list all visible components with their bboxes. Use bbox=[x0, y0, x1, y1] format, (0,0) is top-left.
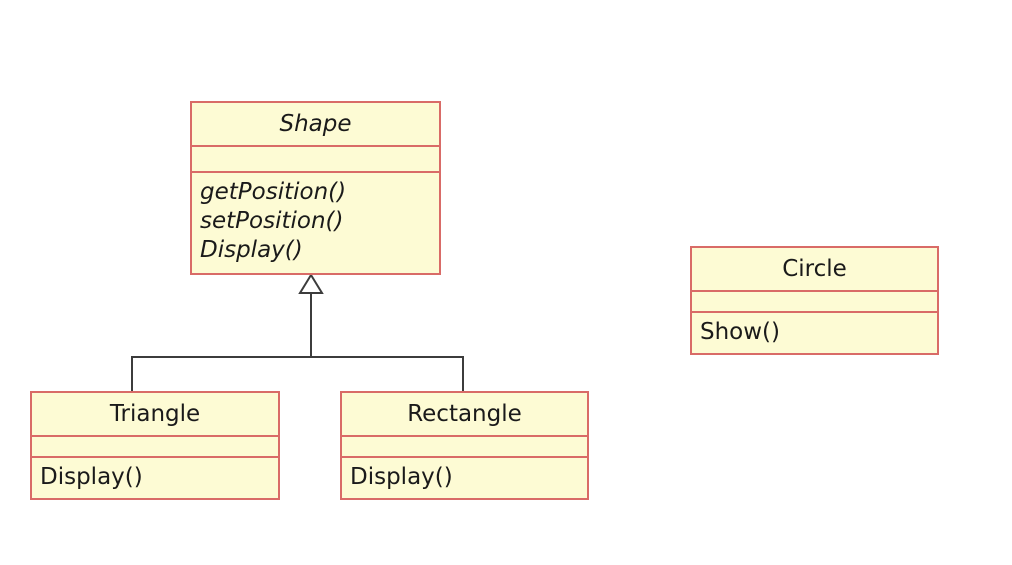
operation-item: Display() bbox=[200, 237, 303, 263]
operation-item: Display() bbox=[40, 464, 143, 490]
class-name-rectangle: Rectangle bbox=[342, 393, 587, 437]
class-box-shape[interactable]: Shape getPosition() setPosition() Displa… bbox=[190, 101, 441, 275]
class-box-rectangle[interactable]: Rectangle Display() bbox=[340, 391, 589, 500]
class-box-triangle[interactable]: Triangle Display() bbox=[30, 391, 280, 500]
class-attributes-rectangle bbox=[342, 437, 587, 458]
generalization-branch-triangle bbox=[131, 356, 133, 392]
generalization-branch-rectangle bbox=[462, 356, 464, 392]
generalization-arrowhead-icon bbox=[298, 273, 324, 294]
class-box-circle[interactable]: Circle Show() bbox=[690, 246, 939, 355]
class-operations-triangle: Display() bbox=[32, 458, 278, 498]
class-name-triangle: Triangle bbox=[32, 393, 278, 437]
class-attributes-triangle bbox=[32, 437, 278, 458]
class-operations-shape: getPosition() setPosition() Display() bbox=[192, 173, 439, 273]
generalization-stem bbox=[310, 292, 312, 358]
operation-item: Show() bbox=[700, 319, 781, 345]
class-operations-rectangle: Display() bbox=[342, 458, 587, 498]
operation-item: setPosition() bbox=[200, 208, 344, 234]
operation-item: getPosition() bbox=[200, 179, 347, 205]
class-operations-circle: Show() bbox=[692, 313, 937, 353]
class-name-shape: Shape bbox=[192, 103, 439, 147]
class-attributes-shape bbox=[192, 147, 439, 173]
class-attributes-circle bbox=[692, 292, 937, 313]
generalization-crossbar bbox=[131, 356, 464, 358]
operation-item: Display() bbox=[350, 464, 453, 490]
class-name-circle: Circle bbox=[692, 248, 937, 292]
